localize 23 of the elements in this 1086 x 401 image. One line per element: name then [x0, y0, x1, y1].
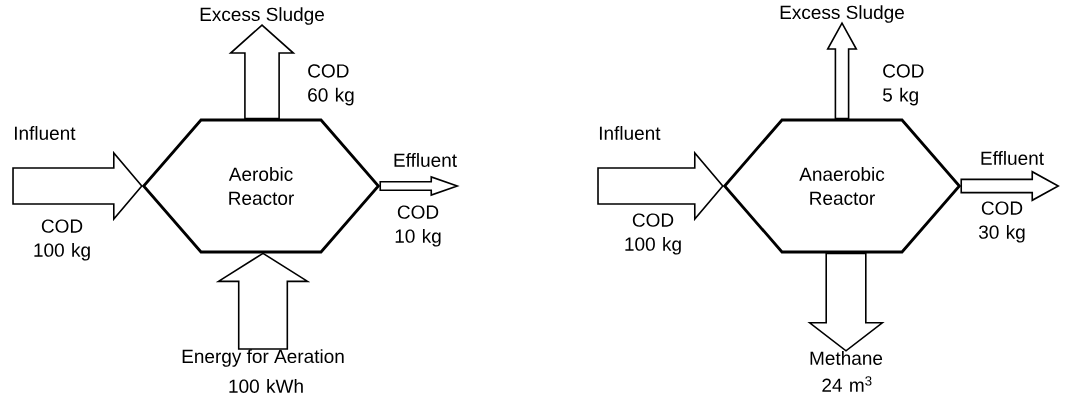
flow-label: Effluent [981, 151, 1044, 165]
quantity-label: COD 30 kg [978, 201, 1025, 243]
block-arrow [379, 175, 460, 197]
flow-label: Excess Sludge [200, 7, 324, 25]
flow-label: Influent [15, 126, 76, 140]
block-arrow [12, 150, 143, 222]
quantity-label: 24 m$^{3}$ [822, 376, 872, 392]
flow-label: Methane [810, 351, 883, 365]
quantity-label: COD 100 kg [625, 213, 681, 255]
reactor-hexagon: Aerobic Reactor [141, 118, 381, 254]
quantity-label: COD 100 kg [34, 219, 90, 261]
flow-label: Energy for Aeration [182, 349, 344, 367]
block-arrow [597, 150, 724, 222]
block-arrow [826, 21, 858, 120]
block-arrow [807, 252, 885, 352]
flow-label: Effluent [394, 153, 457, 167]
reactor-hexagon: Anaerobic Reactor [722, 118, 962, 254]
flow-label: Excess Sludge [780, 5, 904, 23]
block-arrow [215, 252, 311, 350]
flow-label: Influent [599, 126, 661, 140]
quantity-label: 100 kWh [229, 379, 303, 393]
block-arrow [228, 23, 296, 120]
block-arrow [960, 170, 1060, 202]
